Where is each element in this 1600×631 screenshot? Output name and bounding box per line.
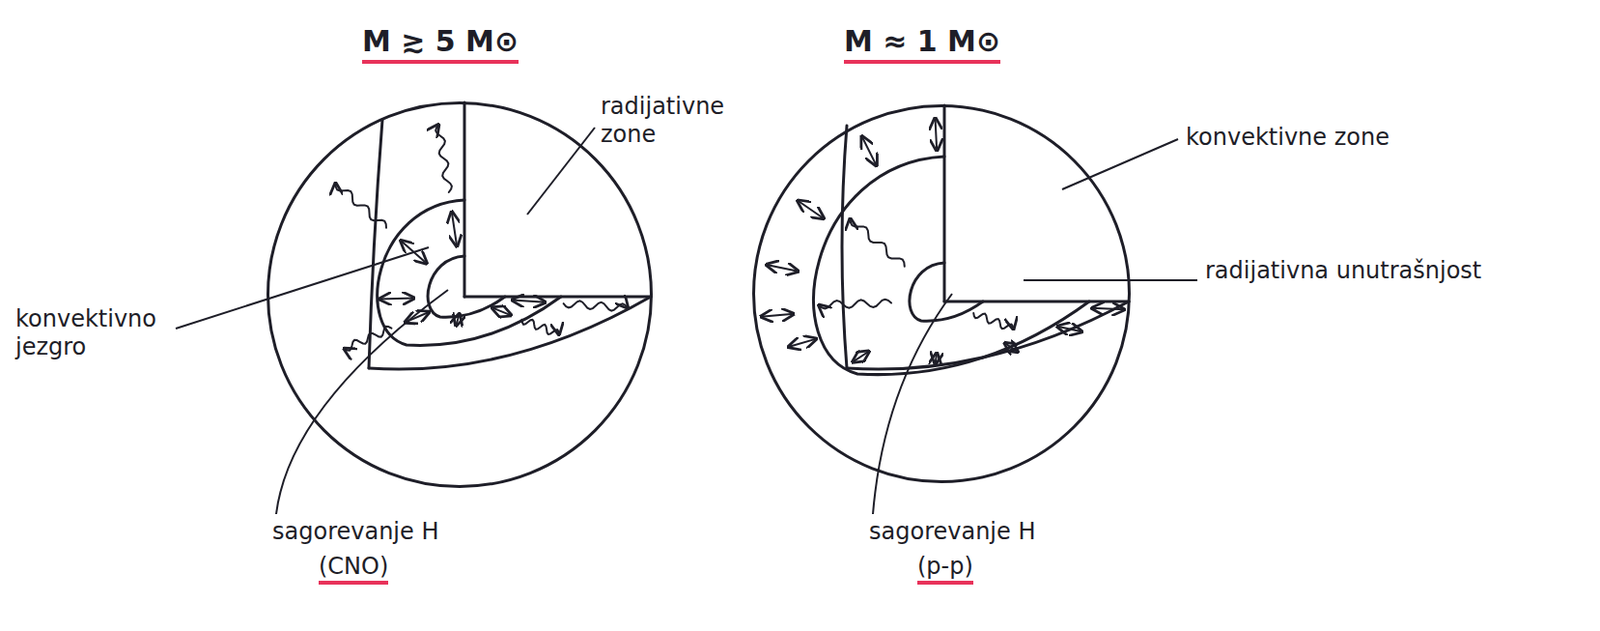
star-circle: M ≈ 1 M⊙ xyxy=(752,104,1131,483)
convection-arrow xyxy=(935,117,938,151)
convection-arrow xyxy=(1004,342,1018,352)
convection-arrow xyxy=(511,299,545,302)
label-box: (CNO) xyxy=(318,552,389,581)
label-box: radijativne zone xyxy=(600,92,756,149)
star-circle: M ≳ 5 M⊙ xyxy=(266,101,653,488)
mass-heading: M ≳ 5 M⊙ xyxy=(362,24,519,64)
leader-line xyxy=(527,127,595,215)
core-label: konvektivno jezgro xyxy=(15,305,157,361)
radiation-arrow xyxy=(973,312,1013,330)
convection-arrow xyxy=(1057,326,1083,333)
convection-arrow xyxy=(1092,308,1124,309)
convection-arrow xyxy=(451,211,457,247)
convection-arrow xyxy=(760,313,794,317)
cut-edge xyxy=(368,296,651,369)
leader-line xyxy=(175,247,429,329)
mass-heading: M ≈ 1 M⊙ xyxy=(843,24,1001,64)
label-box: sagorevanje H xyxy=(869,517,1036,546)
convection-arrow xyxy=(797,200,824,220)
radiation-arrow xyxy=(336,183,388,228)
convection-arrow xyxy=(766,264,799,272)
convection-arrow xyxy=(862,136,877,167)
label-box: sagorevanje H xyxy=(272,517,439,546)
radiation-arrow xyxy=(563,300,629,310)
cycle-label: (p-p) xyxy=(917,552,974,585)
convection-arrow xyxy=(379,296,415,300)
burning-label: sagorevanje H xyxy=(869,517,1036,545)
radiation-arrow xyxy=(850,218,905,267)
leader-line xyxy=(276,289,449,514)
cycle-label: (CNO) xyxy=(318,552,389,585)
convection-arrow xyxy=(852,350,870,362)
shell-boundary xyxy=(909,262,983,321)
radiation-arrow xyxy=(521,319,560,335)
burning-label: sagorevanje H xyxy=(272,517,439,545)
cut-edge xyxy=(846,301,1129,369)
zone-label: radijativne zone xyxy=(600,92,725,148)
zone-label: konvektivne zone xyxy=(1185,123,1390,151)
convection-arrow xyxy=(492,307,512,315)
label-box: (p-p) xyxy=(917,552,974,581)
cut-edge xyxy=(842,125,847,368)
convection-arrow xyxy=(935,352,938,365)
cut-edge xyxy=(368,119,383,368)
convection-arrow xyxy=(455,313,460,326)
radiation-arrow xyxy=(818,299,892,309)
label-box: konvektivne zone xyxy=(1185,123,1390,152)
radiation-arrow xyxy=(343,326,392,351)
cut-edge xyxy=(943,105,947,302)
radiation-arrow xyxy=(435,124,452,193)
label-box: radijativna unutrašnjost xyxy=(1205,256,1495,285)
convection-arrow xyxy=(788,338,817,347)
interior-label: radijativna unutrašnjost xyxy=(1205,256,1482,284)
shell-boundary xyxy=(814,156,1090,375)
cut-edge xyxy=(944,300,1129,304)
label-box: konvektivno jezgro xyxy=(15,305,170,362)
leader-line xyxy=(1062,139,1179,190)
leader-line xyxy=(1023,279,1198,281)
